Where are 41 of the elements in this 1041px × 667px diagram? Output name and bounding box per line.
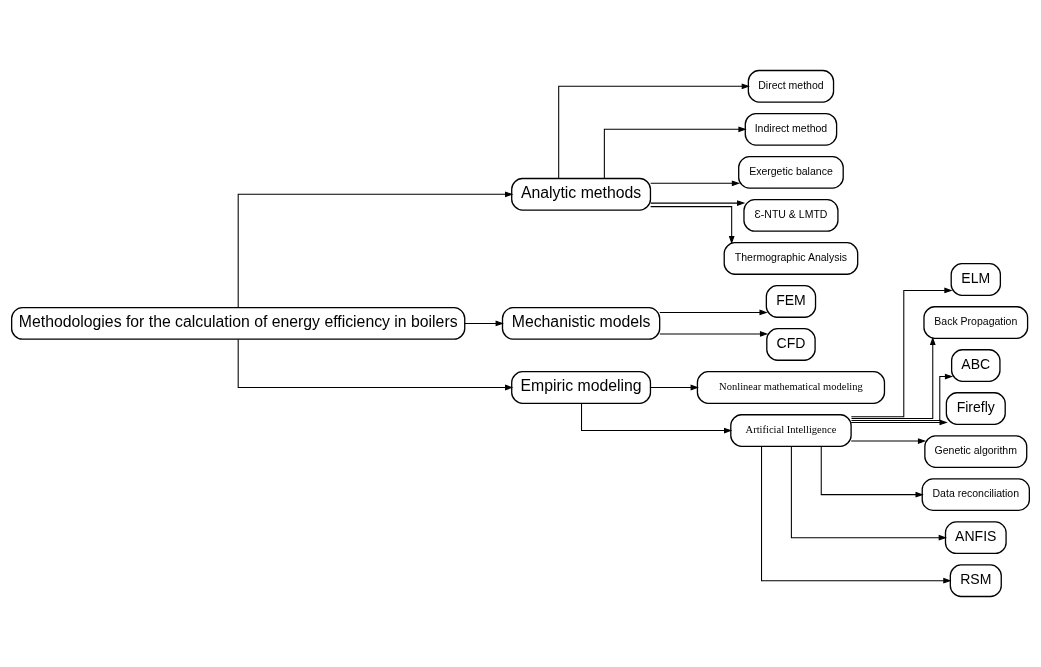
arrow	[850, 438, 927, 444]
node-box: Back Propagation	[923, 306, 1029, 339]
node-box: ELM	[950, 263, 1002, 296]
arrow	[650, 384, 699, 391]
node-box: Empiric modeling	[511, 371, 652, 404]
arrow	[650, 206, 735, 245]
arrow	[464, 320, 504, 327]
arrow	[761, 446, 952, 584]
node-box: Indirect method	[744, 112, 838, 146]
arrow	[650, 200, 746, 206]
arrow	[603, 126, 747, 179]
arrow	[790, 445, 947, 541]
node-box: Exergetic balance	[738, 155, 844, 189]
node-box: Data reconciliation	[921, 478, 1030, 512]
arrow	[850, 373, 954, 422]
node-box: FEM	[765, 284, 817, 318]
arrow	[650, 180, 741, 187]
node-box: Ɛ-NTU & LMTD	[743, 198, 839, 232]
node-box: CFD	[766, 328, 816, 361]
arrow	[850, 419, 948, 426]
arrow	[659, 309, 768, 316]
node-box: Nonlinear mathematical modeling	[696, 371, 886, 404]
arrow	[820, 445, 924, 498]
arrow	[237, 338, 514, 391]
node-box: RSM	[949, 564, 1002, 598]
node-box: Genetic algorithm	[924, 435, 1028, 469]
arrow	[850, 336, 936, 420]
node-box: Thermographic Analysis	[723, 241, 859, 275]
node-box: Analytic methods	[511, 177, 652, 211]
node-box: ABC	[951, 349, 1001, 383]
node-box: Direct method	[747, 69, 835, 103]
arrow	[581, 403, 733, 434]
node-box: Firefly	[945, 392, 1006, 426]
arrow	[558, 83, 750, 179]
arrow	[237, 191, 514, 309]
node-box: ANFIS	[944, 521, 1007, 555]
node-box: Methodologies for the calculation of energy efficiency in boilers	[11, 306, 466, 340]
arrow	[850, 287, 953, 418]
node-box: Mechanistic models	[501, 306, 661, 340]
node-box: Artificial Intelligence	[730, 414, 852, 447]
arrow	[659, 331, 769, 337]
